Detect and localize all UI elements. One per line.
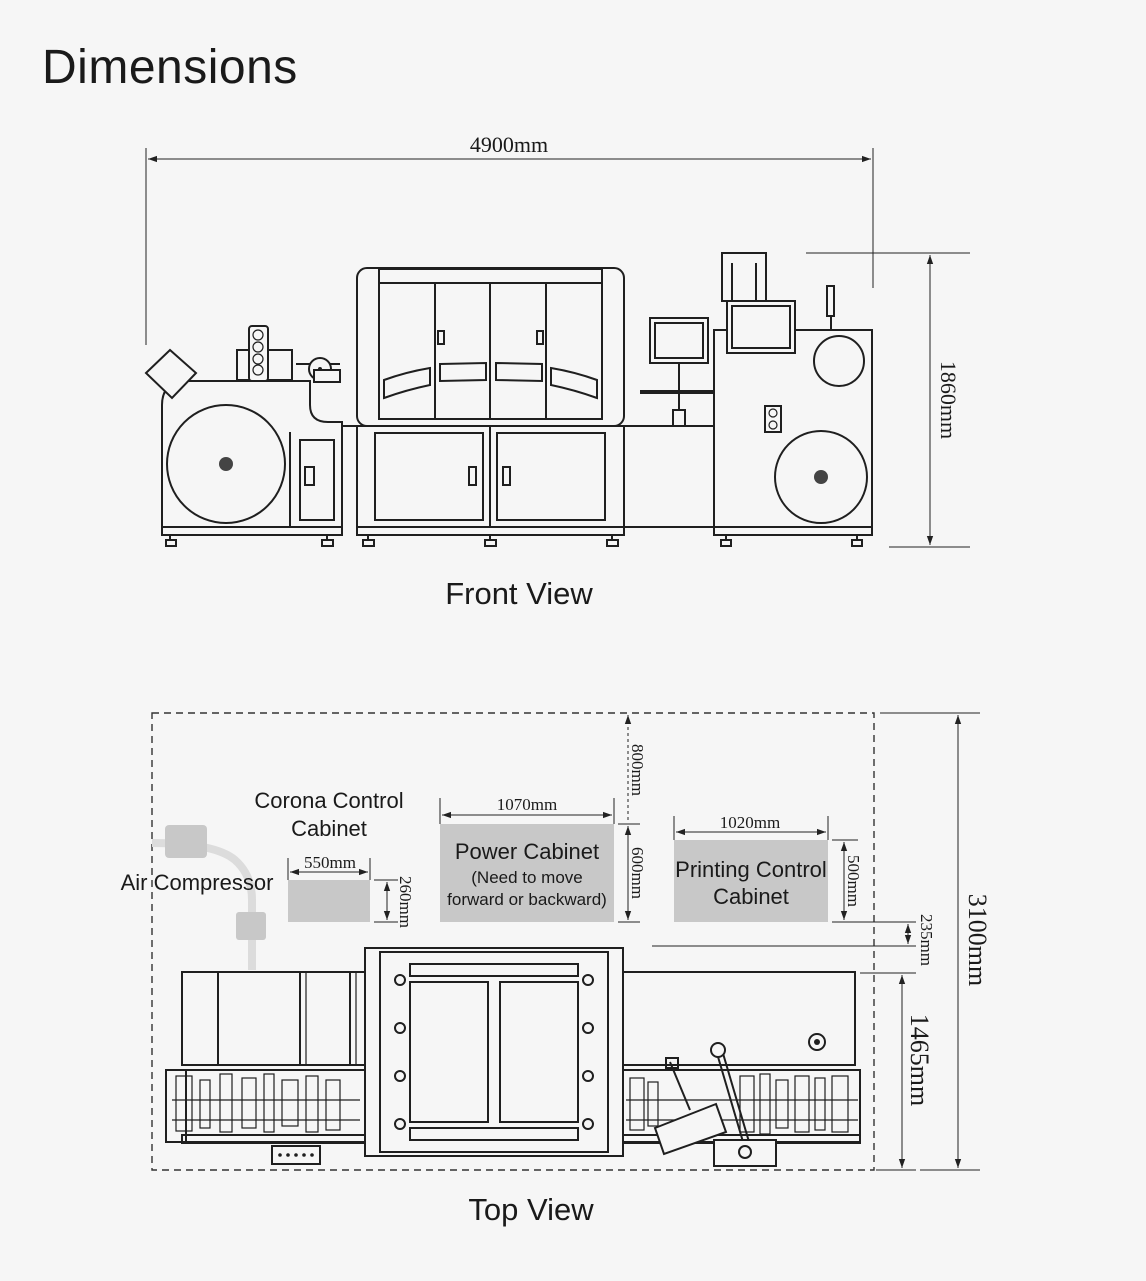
corona-depth-label: 260mm [396, 876, 415, 928]
overall-depth-dimension: 3100mm [880, 712, 992, 1171]
power-label-line3: forward or backward) [447, 890, 607, 909]
rear-space-label: 800mm [628, 744, 647, 796]
clearance-dimension: 235mm [652, 914, 936, 966]
corona-label-line2: Cabinet [291, 816, 367, 841]
rear-space-dimension: 800mm [624, 715, 647, 820]
front-width-label: 4900mm [470, 132, 548, 157]
printing-depth-label: 500mm [844, 855, 863, 907]
rewinder-module [713, 252, 873, 547]
printing-control-cabinet: 1020mm Printing Control Cabinet 500mm [673, 813, 916, 923]
front-view-caption: Front View [445, 576, 593, 611]
top-view: 800mm Air Compressor Corona Control Cabi… [121, 712, 992, 1227]
clearance-label: 235mm [917, 914, 936, 966]
machine-depth-label: 1465mm [905, 1014, 934, 1106]
machine-depth-dimension: 1465mm [860, 972, 934, 1171]
front-view: 4900mm 1860mm [144, 132, 970, 611]
corona-control-cabinet: Corona Control Cabinet 550mm 260mm [254, 788, 415, 928]
printing-label-line2: Cabinet [713, 884, 789, 909]
printing-width-label: 1020mm [720, 813, 780, 832]
power-label-line1: Power Cabinet [455, 839, 599, 864]
unwinder-module [144, 325, 343, 547]
page-title: Dimensions [42, 41, 298, 94]
machine-plan [165, 947, 861, 1167]
power-depth-label: 600mm [628, 847, 647, 899]
printing-module [342, 267, 715, 547]
front-height-dimension: 1860mm [806, 252, 970, 548]
front-width-dimension: 4900mm [145, 132, 874, 345]
top-view-caption: Top View [468, 1192, 594, 1227]
power-cabinet: 1070mm Power Cabinet (Need to move forwa… [439, 795, 647, 923]
power-width-label: 1070mm [497, 795, 557, 814]
corona-width-label: 550mm [304, 853, 356, 872]
corona-label-line1: Corona Control [254, 788, 403, 813]
overall-depth-label: 3100mm [963, 894, 992, 986]
monitor-stand [640, 317, 718, 427]
power-label-line2: (Need to move [471, 868, 583, 887]
air-compressor: Air Compressor [121, 825, 274, 970]
front-height-label: 1860mm [936, 361, 961, 439]
printing-label-line1: Printing Control [675, 857, 827, 882]
footprint-outline [151, 712, 875, 1171]
air-compressor-label: Air Compressor [121, 870, 274, 895]
